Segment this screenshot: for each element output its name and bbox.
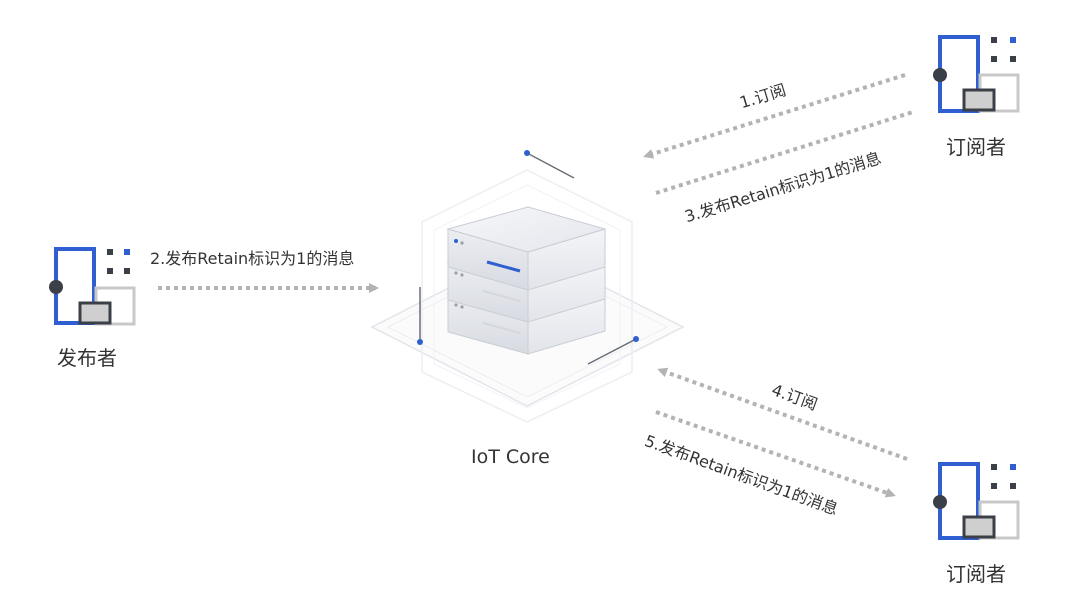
subscriber-top-device-icon: [933, 35, 1020, 113]
edge-label-step2: 2.发布Retain标识为1的消息: [150, 249, 355, 268]
iot-core-server-icon: [370, 150, 685, 423]
arrow-step5: [655, 410, 896, 498]
publisher-device-icon: [49, 247, 136, 326]
subscriber-top-label: 订阅者: [946, 135, 1006, 159]
arrow-step3: [655, 110, 914, 195]
iot-core-label: IoT Core: [471, 446, 550, 468]
publisher-label: 发布者: [57, 346, 117, 370]
subscriber-bottom-label: 订阅者: [946, 562, 1006, 586]
subscriber-bottom-device-icon: [933, 462, 1020, 540]
arrow-step1: [643, 73, 906, 159]
arrow-step4: [657, 367, 908, 461]
